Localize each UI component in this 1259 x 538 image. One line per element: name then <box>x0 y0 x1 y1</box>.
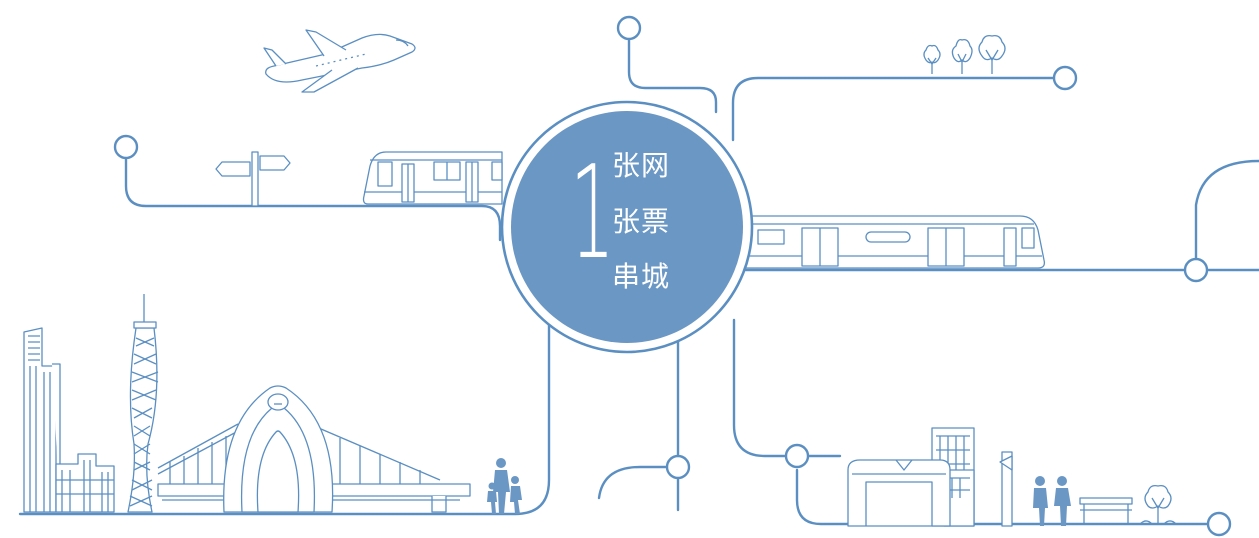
bench-icon <box>1079 497 1133 524</box>
station-node <box>616 15 642 41</box>
tree-icon <box>923 34 1006 74</box>
metro-train-icon <box>741 215 1046 269</box>
station-node <box>1183 257 1209 283</box>
route-lines <box>18 38 1259 526</box>
station-node <box>665 454 691 480</box>
central-badge <box>500 100 754 354</box>
slogan-line-ticket: 张票 <box>612 205 671 238</box>
badge-number: 1 <box>570 139 615 288</box>
station-nodes <box>113 15 1232 537</box>
people-icon <box>487 458 522 514</box>
slogan-line-network: 张网 <box>612 149 671 182</box>
metro-train-icon <box>362 151 503 205</box>
station-node <box>1052 65 1078 91</box>
badge-text: 1 张网 张票 串城 <box>570 148 720 298</box>
tree-icon <box>1139 484 1177 525</box>
signpost-icon <box>215 151 291 207</box>
airplane-icon <box>263 29 416 93</box>
slogan-line-city: 串城 <box>612 260 671 293</box>
station-node <box>784 443 810 469</box>
people-icon <box>1033 476 1071 526</box>
skyscraper-icon <box>23 327 61 513</box>
station-node <box>1206 511 1232 537</box>
skyscraper-icon <box>55 453 115 513</box>
metro-station-icon <box>847 427 1013 527</box>
canton-tower-icon <box>127 294 159 513</box>
station-node <box>113 134 139 160</box>
opera-house-icon <box>223 385 334 513</box>
